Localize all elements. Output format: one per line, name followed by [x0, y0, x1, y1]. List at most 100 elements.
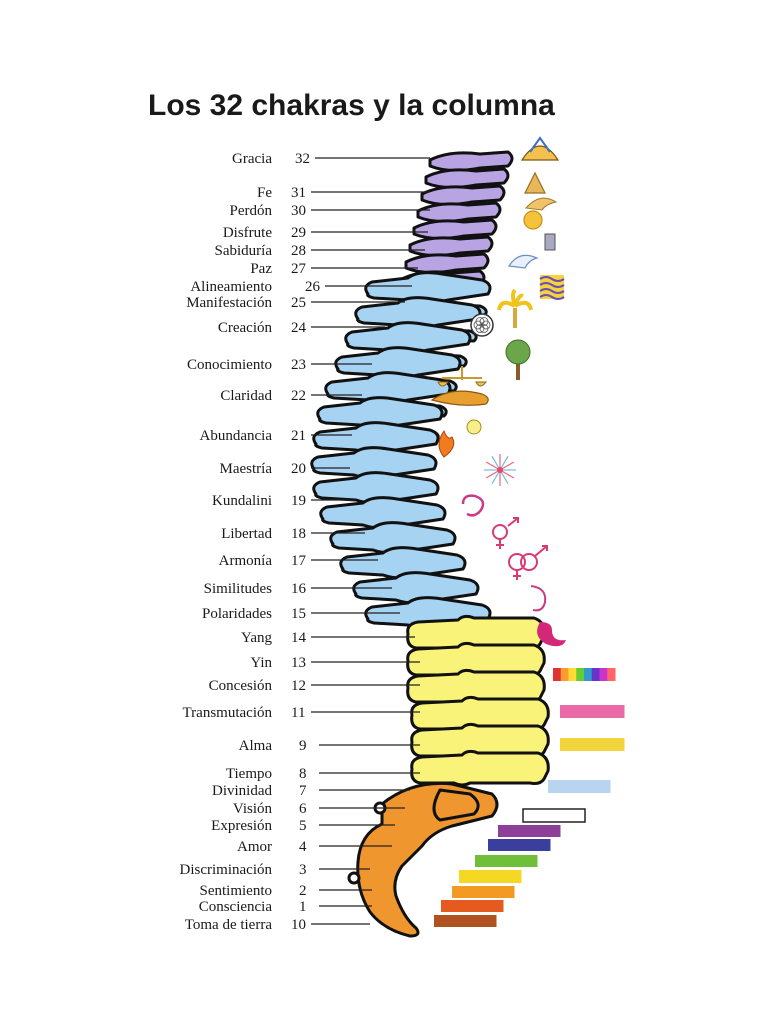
- chakra-label: Expresión: [211, 818, 272, 834]
- rainbow-bar-icon: [553, 668, 616, 681]
- flower-of-life-icon: [470, 313, 494, 337]
- chakra-number: 3: [299, 862, 307, 878]
- chakra-number: 6: [299, 801, 307, 817]
- pattern-square-icon: [539, 275, 565, 300]
- chakra-number: 20: [291, 461, 306, 477]
- indigo-bar-icon: [488, 839, 551, 851]
- chakra-label: Gracia: [232, 151, 272, 167]
- chakra-label: Yin: [250, 655, 272, 671]
- chakra-label: Maestría: [220, 461, 273, 477]
- chakra-number: 22: [291, 388, 306, 404]
- chakra-label: Divinidad: [212, 783, 272, 799]
- pink-bar-icon: [560, 705, 625, 718]
- page-title: Los 32 chakras y la columna: [148, 89, 555, 122]
- white-bar-icon: [522, 808, 586, 823]
- yellow-bar-icon: [459, 870, 522, 883]
- chakra-label: Conocimiento: [187, 357, 272, 373]
- magenta-yang-icon: [537, 622, 566, 647]
- linked-gender-icon: [508, 545, 548, 580]
- chakra-label: Polaridades: [202, 606, 272, 622]
- chakra-label: Transmutación: [183, 705, 273, 721]
- chakra-number: 19: [291, 493, 306, 509]
- chakra-number: 14: [291, 630, 307, 646]
- chakra-number: 12: [291, 678, 306, 694]
- chakra-label: Libertad: [221, 526, 272, 542]
- leader-lines: [311, 157, 430, 925]
- chakra-number: 7: [299, 783, 307, 799]
- chakra-number: 1: [299, 899, 307, 915]
- chakra-number: 5: [299, 818, 307, 834]
- flame-lightbulb-icon: [438, 419, 482, 458]
- chakra-label: Amor: [237, 839, 272, 855]
- spine-illustration: [310, 150, 550, 938]
- chakra-label: Alma: [239, 738, 273, 754]
- vertebra-violet: [416, 201, 502, 224]
- chakra-label: Sabiduría: [215, 243, 273, 259]
- sacrum-orange: [347, 781, 499, 938]
- cornucopia-icon: [430, 390, 489, 406]
- chakra-number: 32: [295, 151, 310, 167]
- pyramid-icon: [524, 171, 546, 194]
- chakra-number: 17: [291, 553, 307, 569]
- chakra-label: Tiempo: [226, 766, 272, 782]
- chakra-number: 16: [291, 581, 307, 597]
- chakra-number: 30: [291, 203, 306, 219]
- chakra-label: Creación: [218, 320, 273, 336]
- chakra-label: Manifestación: [186, 295, 272, 311]
- vertebra-violet: [428, 150, 514, 173]
- chakra-label: Perdón: [230, 203, 273, 219]
- chakra-number: 31: [291, 185, 306, 201]
- chakra-label: Alineamiento: [190, 279, 272, 295]
- chakra-number: 2: [299, 883, 307, 899]
- chakra-label: Concesión: [209, 678, 273, 694]
- sun-face-icon: [523, 210, 543, 230]
- scales-icon: [437, 366, 488, 387]
- owl-icon: [544, 233, 556, 251]
- chakra-label: Consciencia: [199, 899, 273, 915]
- yin-yang-icon: [461, 494, 485, 517]
- chakra-label: Discriminación: [180, 862, 273, 878]
- chakra-number: 8: [299, 766, 307, 782]
- gold-bar-icon: [560, 738, 625, 751]
- gender-symbols-icon: [492, 517, 519, 549]
- chakra-label: Abundancia: [200, 428, 273, 444]
- chakra-number: 15: [291, 606, 306, 622]
- vertebra-violet: [404, 252, 490, 275]
- shell-icon: [520, 136, 560, 161]
- chakra-number: 27: [291, 261, 307, 277]
- chakra-number: 29: [291, 225, 306, 241]
- chakra-label: Kundalini: [212, 493, 272, 509]
- chakra-number: 24: [291, 320, 307, 336]
- wing-icon: [525, 197, 558, 211]
- chakra-label: Toma de tierra: [185, 917, 273, 933]
- chakra-label: Visión: [233, 801, 273, 817]
- red-bar-icon: [441, 900, 504, 912]
- chakra-label: Fe: [257, 185, 272, 201]
- light-blue-bar-icon: [548, 780, 611, 793]
- chakra-symbols: [430, 136, 625, 927]
- chakra-number: 28: [291, 243, 306, 259]
- chakra-number: 11: [291, 705, 305, 721]
- star-burst-icon: [484, 454, 516, 486]
- tree-icon: [505, 339, 531, 380]
- chakra-label: Claridad: [220, 388, 272, 404]
- vertebra-violet: [412, 218, 498, 241]
- vertebra-violet: [424, 167, 510, 190]
- brown-bar-icon: [434, 915, 497, 927]
- vertebra-violet: [408, 235, 494, 258]
- chakra-number: 18: [291, 526, 306, 542]
- chakra-number: 13: [291, 655, 306, 671]
- vertebra-yellow: [410, 749, 550, 787]
- violet-bar-icon: [498, 825, 561, 837]
- chakra-number: 9: [299, 738, 307, 754]
- chakra-label: Similitudes: [204, 581, 273, 597]
- chakra-number: 10: [291, 917, 306, 933]
- vertebra-violet: [420, 184, 506, 207]
- chakra-number: 25: [291, 295, 306, 311]
- palm-tree-icon: [497, 288, 533, 328]
- chakra-number: 26: [305, 279, 321, 295]
- chakra-label: Sentimiento: [200, 883, 273, 899]
- chakra-number: 21: [291, 428, 306, 444]
